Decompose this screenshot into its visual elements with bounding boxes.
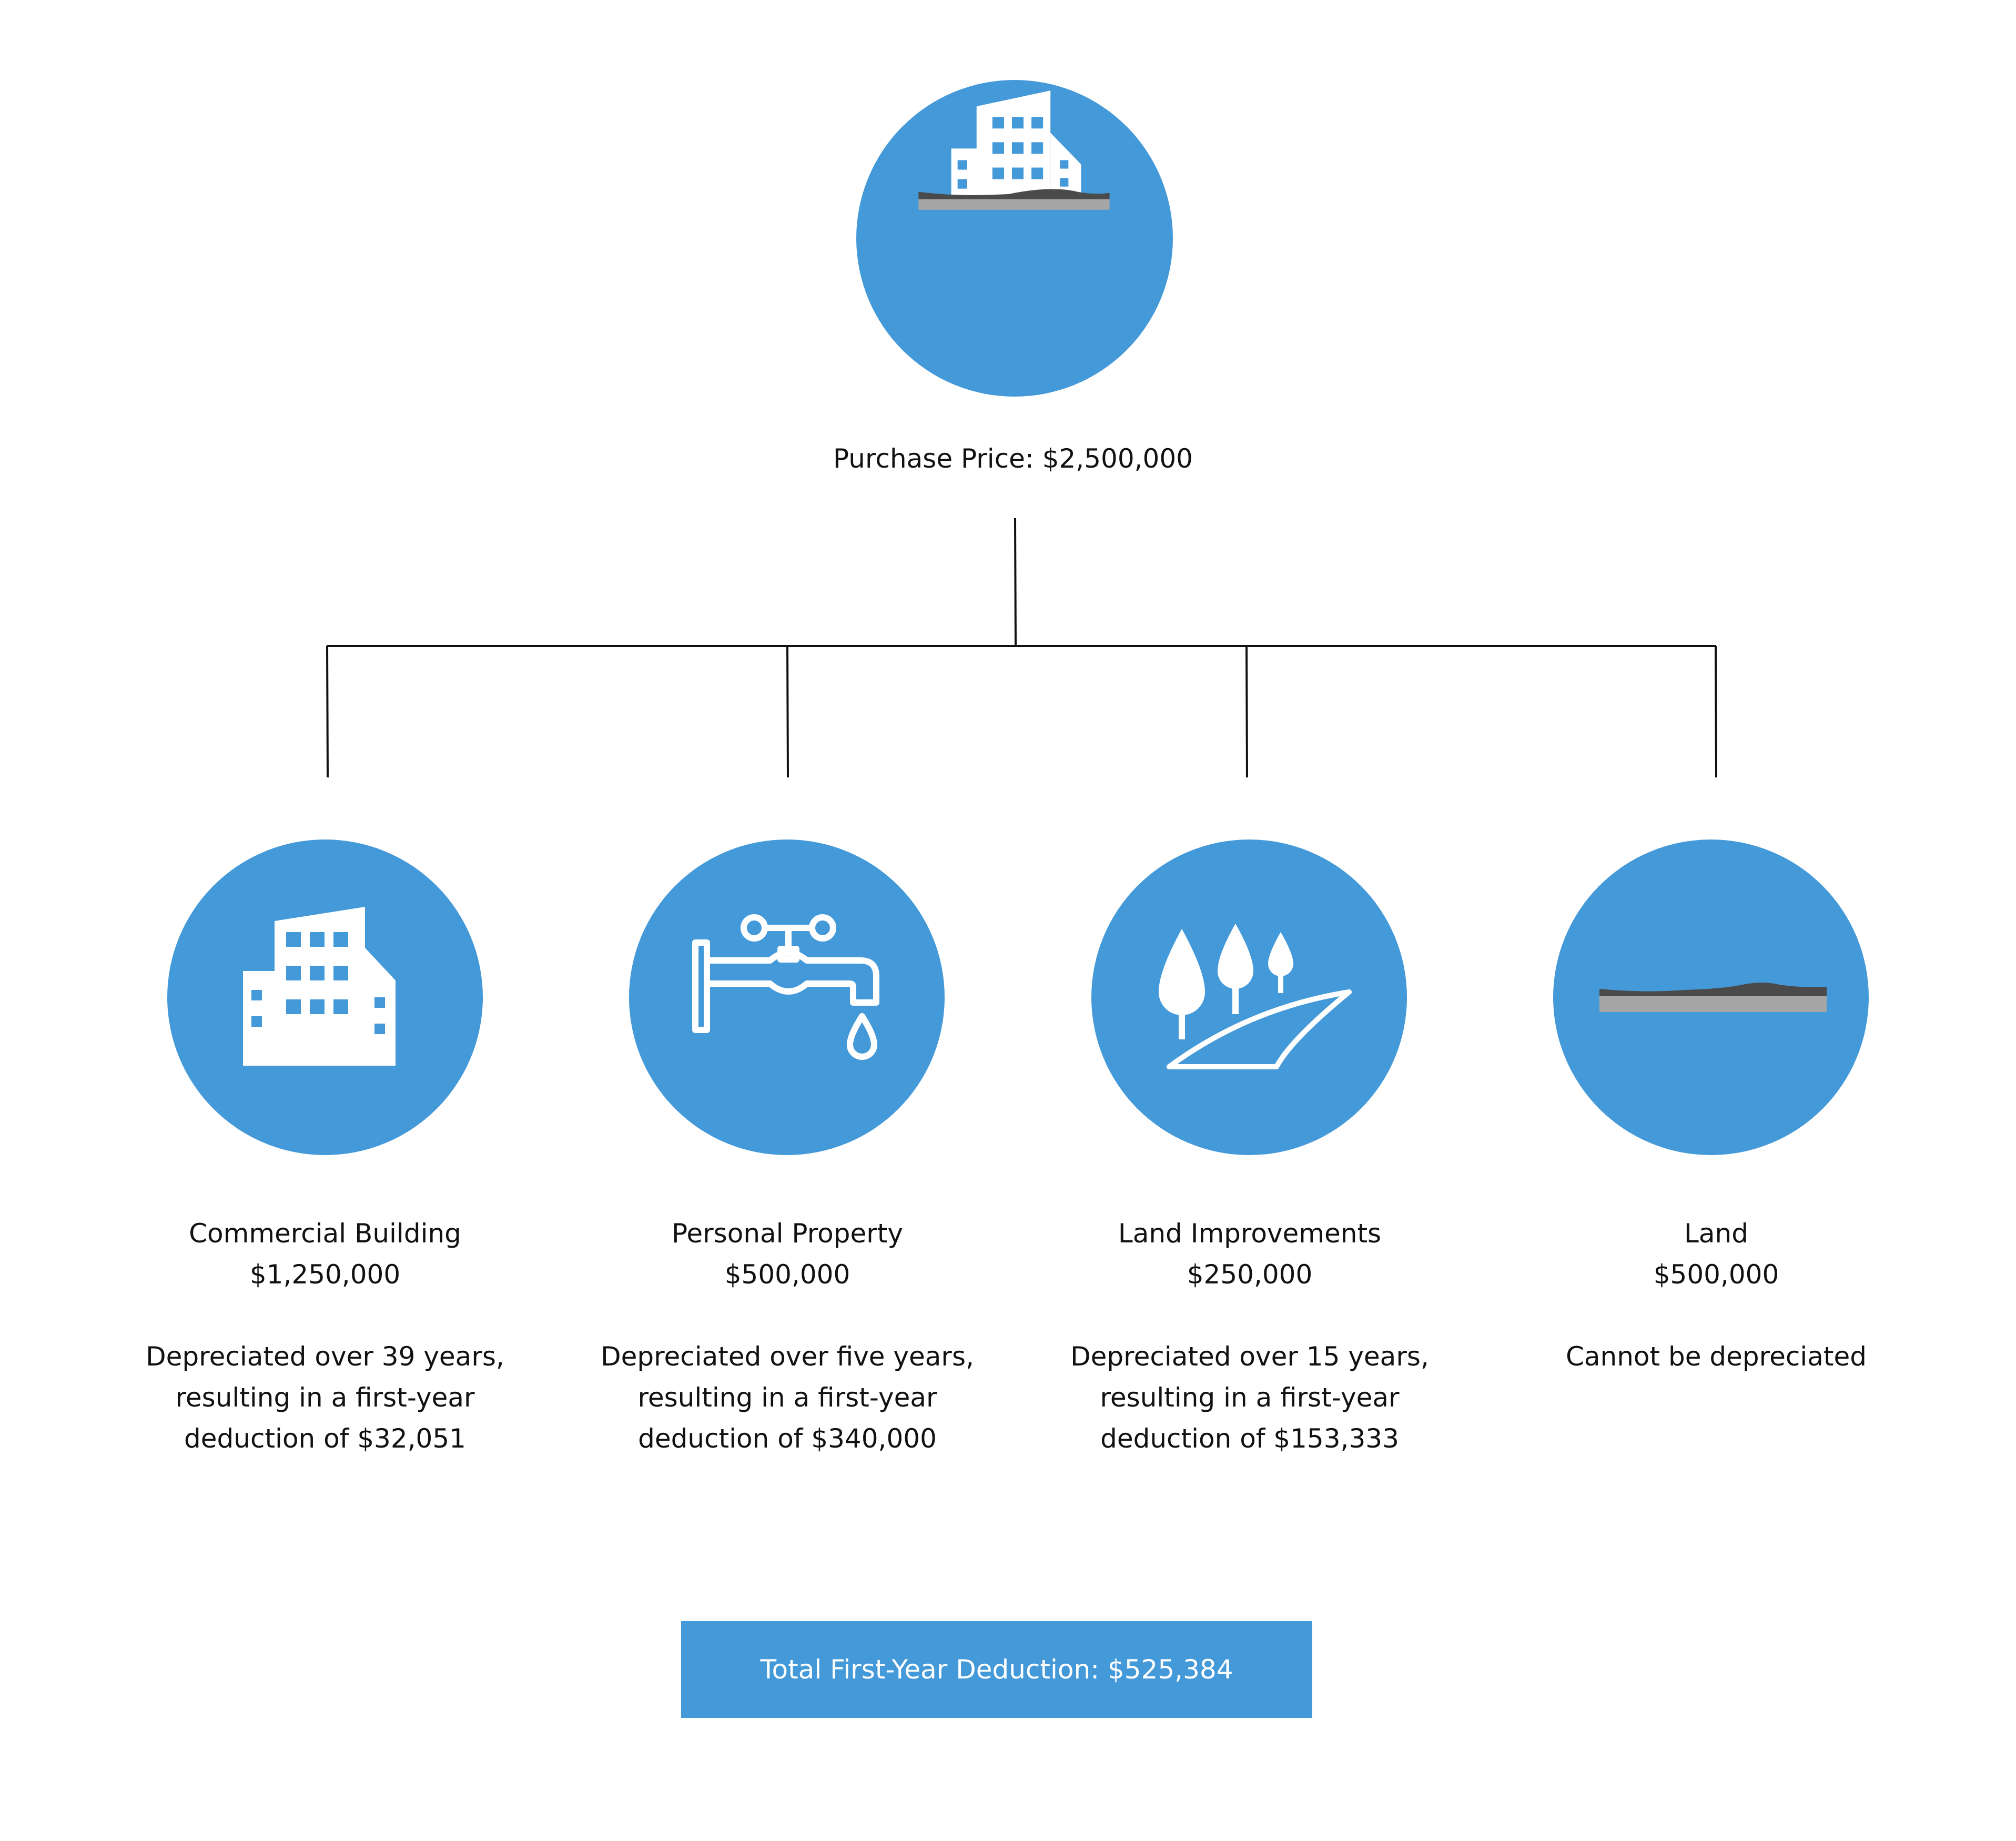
node-title: Land [1684,1218,1748,1249]
description-line: Depreciated over 15 years, [1070,1341,1429,1372]
node-description: Depreciated over five years, resulting i… [561,1336,1014,1459]
land-circle [1553,839,1869,1155]
node-title: Personal Property [671,1218,903,1249]
description-line: Depreciated over 39 years, [146,1341,504,1372]
total-deduction-label: Total First-Year Deduction: $525,384 [760,1654,1233,1685]
connector-branch-2 [786,645,789,778]
description-line: resulting in a first-year [1100,1382,1400,1413]
building-icon [918,90,1110,210]
land-text: Land $500,000 Cannot be depreciated [1490,1213,1942,1377]
description-line: deduction of $340,000 [638,1423,937,1454]
root-node-circle [856,80,1173,397]
node-amount: $250,000 [1187,1259,1313,1290]
description-line: Depreciated over five years, [601,1341,974,1372]
personal-property-text: Personal Property $500,000 Depreciated o… [561,1213,1014,1459]
personal-property-circle [629,839,945,1155]
node-amount: $1,250,000 [249,1259,401,1290]
commercial-building-text: Commercial Building $1,250,000 Depreciat… [99,1213,551,1459]
land-improvements-text: Land Improvements $250,000 Depreciated o… [1024,1213,1476,1459]
trees-landscape-icon [1159,924,1352,1069]
building-icon [243,907,396,1066]
land-improvements-circle [1091,839,1407,1155]
node-description: Depreciated over 39 years, resulting in … [99,1336,551,1459]
node-amount: $500,000 [1653,1259,1779,1290]
description-line: deduction of $32,051 [184,1423,466,1454]
node-title: Land Improvements [1118,1218,1382,1249]
description-line: resulting in a first-year [637,1382,937,1413]
faucet-icon [692,914,879,1060]
total-deduction-box: Total First-Year Deduction: $525,384 [681,1621,1312,1718]
connector-trunk [1014,518,1017,646]
description-line: Cannot be depreciated [1566,1341,1867,1372]
description-line: resulting in a first-year [175,1382,475,1413]
node-description: Cannot be depreciated [1490,1336,1942,1377]
node-amount: $500,000 [724,1259,850,1290]
description-line: deduction of $153,333 [1100,1423,1399,1454]
land-strip-icon [1599,983,1827,1012]
node-title: Commercial Building [189,1218,461,1249]
commercial-building-circle [167,839,483,1155]
root-label: Purchase Price: $2,500,000 [833,443,1193,474]
connector-branch-1 [326,645,329,778]
node-description: Depreciated over 15 years, resulting in … [1024,1336,1476,1459]
